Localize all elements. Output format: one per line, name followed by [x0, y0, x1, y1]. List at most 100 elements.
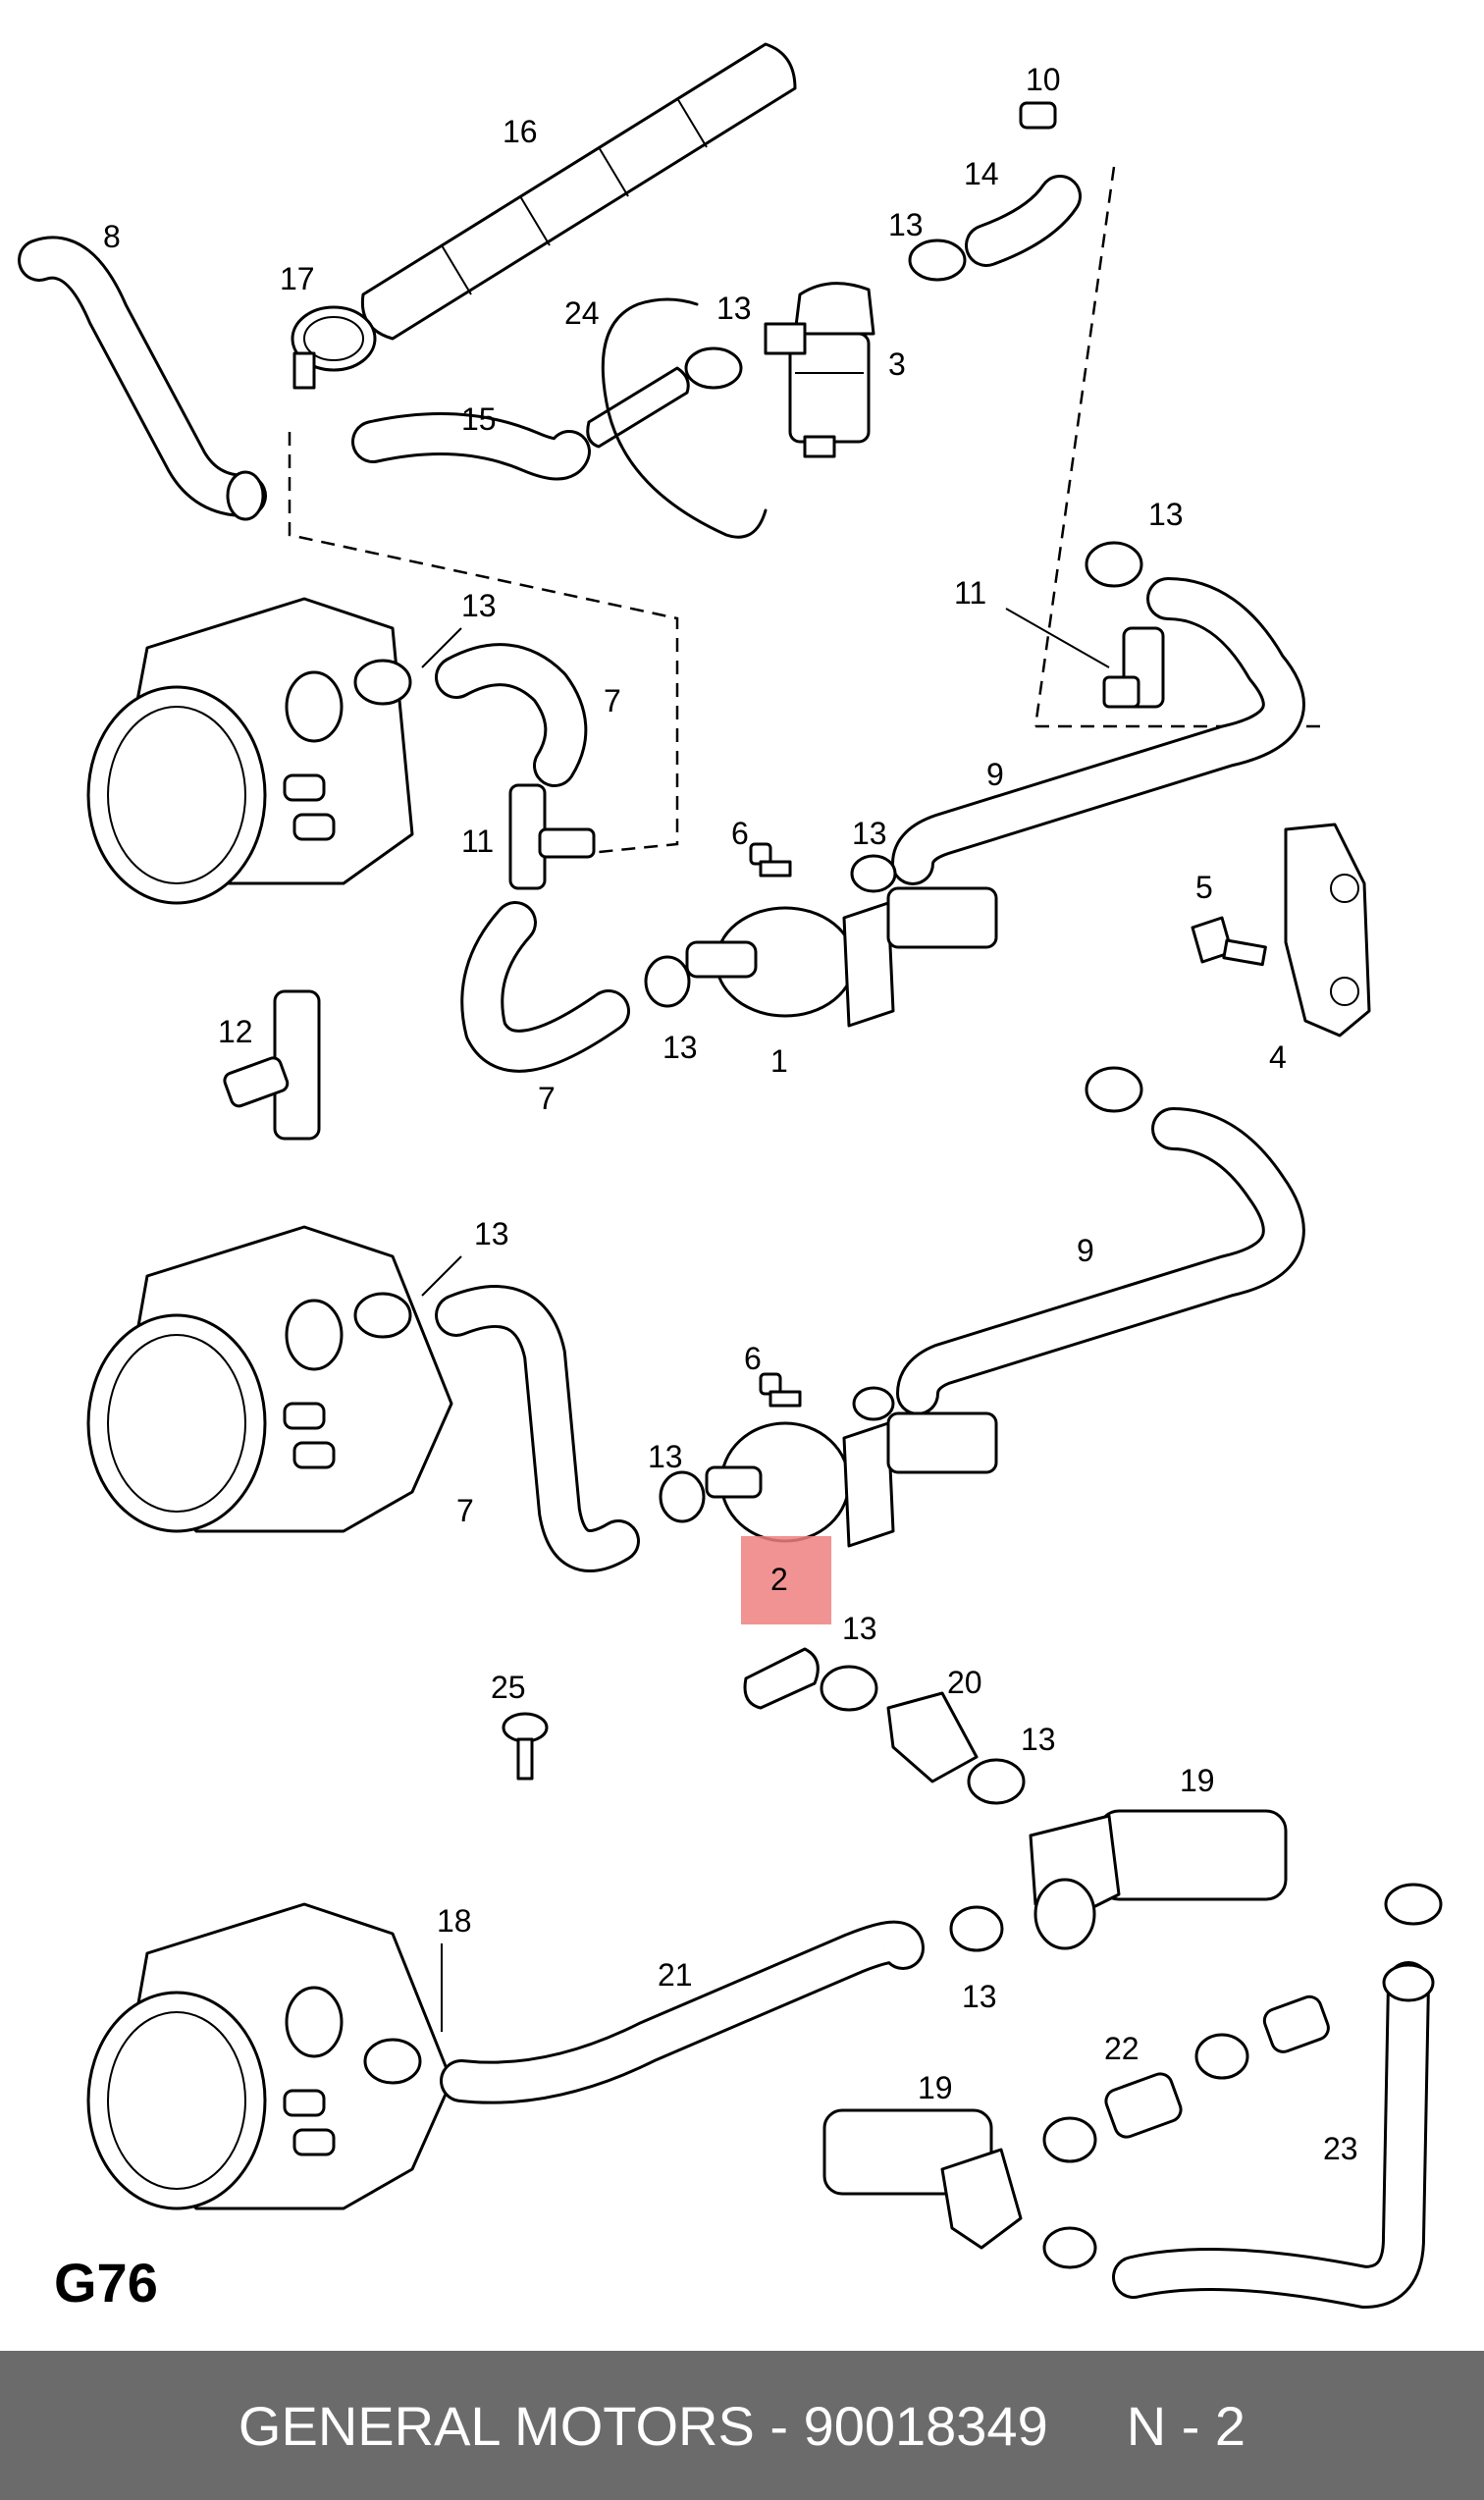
clamp-13-low-3: [949, 1905, 1004, 1952]
part-6-bolt-upper: [749, 842, 792, 878]
throttle-body-3: [86, 1902, 453, 2210]
part-15-hose: [351, 412, 591, 481]
footer-bar: GENERAL MOTORS - 90018349 N - 2: [0, 2351, 1484, 2500]
callout-19-b: 19: [918, 2070, 953, 2105]
callout-6-a: 6: [731, 816, 749, 851]
clamp-13-low-6: [1042, 2226, 1097, 2269]
callout-21: 21: [658, 1957, 693, 1993]
callout-11-b: 11: [461, 824, 494, 859]
clamp-13-low-4: [1194, 2033, 1249, 2080]
callout-13-a: 13: [888, 207, 924, 242]
callout-5: 5: [1195, 870, 1213, 905]
part-14-hose: [965, 175, 1082, 267]
part-9-hose-middle: [896, 1107, 1305, 1415]
part-19-pump-lower: [822, 2108, 1023, 2250]
part-11-tee-upper: [1102, 626, 1165, 709]
clamp-13-top-2: [684, 346, 743, 390]
callout-13-j: 13: [1021, 1722, 1056, 1757]
parts-diagram: 16 10 14 13 8 17 24 13 3 15 13 11 13 7 9…: [18, 42, 1443, 2314]
clamp-13-low-5: [1042, 2116, 1097, 2163]
clamp-13-p1-top: [850, 854, 897, 893]
footer-quantity: N - 2: [1126, 2394, 1246, 2457]
part-8-hose: [18, 236, 267, 521]
part-10-cap: [1019, 101, 1057, 130]
callout-9-a: 9: [986, 757, 1004, 792]
dashed-boundary-left: [288, 432, 679, 856]
callout-3: 3: [888, 346, 906, 382]
callout-15: 15: [461, 401, 497, 437]
callout-10: 10: [1026, 62, 1061, 97]
clamp-13-top-1: [908, 239, 967, 282]
callout-14: 14: [964, 156, 999, 191]
part-7-hose-middle: [435, 1285, 640, 1572]
callout-6-b: 6: [744, 1341, 762, 1376]
callout-20: 20: [947, 1665, 982, 1700]
callout-23: 23: [1323, 2131, 1358, 2166]
part-1-valve: [644, 886, 998, 1028]
callout-13-c: 13: [1148, 497, 1184, 532]
callout-13-k: 13: [962, 1979, 997, 2014]
part-9-hose-upper: [891, 577, 1305, 885]
part-16-sleeve: [360, 42, 797, 341]
part-25-screw: [502, 1712, 549, 1781]
part-17-clamp: [291, 305, 377, 390]
callout-13-i: 13: [842, 1611, 877, 1646]
clamp-13-low-7: [1384, 1883, 1443, 1926]
callout-12: 12: [218, 1014, 253, 1049]
callout-13-h: 13: [648, 1439, 683, 1474]
throttle-body-2: [86, 1225, 453, 1533]
callout-1: 1: [770, 1043, 788, 1079]
callout-2: 2: [770, 1562, 788, 1597]
part-3-valve: [764, 282, 875, 458]
throttle-body-1: [86, 597, 414, 905]
part-20-elbow: [886, 1691, 979, 1783]
pipe-stub: [743, 1647, 820, 1710]
clamp-13-low-2: [967, 1758, 1026, 1805]
callout-4: 4: [1269, 1039, 1287, 1075]
leader-lines: [421, 608, 1110, 2032]
callout-9-b: 9: [1077, 1233, 1094, 1268]
callout-13-f: 13: [662, 1030, 698, 1065]
clamp-13-p2-top: [852, 1386, 895, 1421]
callout-25: 25: [491, 1670, 526, 1705]
callout-13-e: 13: [852, 816, 887, 851]
part-24-wire: [601, 297, 768, 539]
dashed-boundary-right: [1034, 166, 1320, 728]
callout-13-g: 13: [474, 1216, 509, 1251]
part-22-cap: [1262, 1995, 1330, 2053]
callout-16: 16: [503, 114, 538, 149]
part-6-bolt-middle: [759, 1372, 802, 1408]
callout-7-c: 7: [456, 1493, 474, 1528]
callouts: 16 10 14 13 8 17 24 13 3 15 13 11 13 7 9…: [54, 62, 1358, 2314]
callout-18: 18: [437, 1903, 472, 1939]
diagram-id: G76: [54, 2252, 158, 2314]
part-11-tee-lower: [508, 783, 596, 890]
part-2-highlight: [741, 1536, 831, 1624]
clamp-13-tb3: [363, 2038, 422, 2085]
part-5-bolt: [1191, 916, 1267, 967]
clamp-13-mid-top: [1085, 1066, 1143, 1113]
part-22-sleeve: [1104, 2072, 1183, 2139]
clamp-13-low-1: [820, 1665, 878, 1712]
part-23-pipe: [1112, 1961, 1435, 2309]
part-19-pump-upper: [1029, 1809, 1288, 1950]
callout-19-a: 19: [1180, 1763, 1215, 1798]
callout-13-d: 13: [461, 588, 497, 623]
clamp-13-tb2: [353, 1292, 412, 1339]
part-21-hose: [440, 1920, 925, 2104]
callout-11-a: 11: [954, 575, 986, 611]
callout-13-b: 13: [716, 291, 752, 326]
clamp-13-top-3: [1085, 541, 1143, 588]
clamp-13-tb1: [353, 659, 412, 706]
footer-brand-part: GENERAL MOTORS - 90018349: [238, 2394, 1048, 2457]
callout-22: 22: [1104, 2031, 1140, 2066]
callout-8: 8: [103, 219, 121, 254]
part-4-gasket: [1284, 823, 1371, 1037]
part-12-tee: [223, 989, 321, 1141]
callout-24: 24: [564, 295, 600, 331]
part-7-hose-upper: [435, 643, 588, 787]
callout-7-b: 7: [538, 1081, 556, 1116]
part-7-hose-lower: [460, 901, 630, 1073]
callout-7-a: 7: [604, 683, 621, 718]
part-2-valve: [659, 1411, 998, 1548]
